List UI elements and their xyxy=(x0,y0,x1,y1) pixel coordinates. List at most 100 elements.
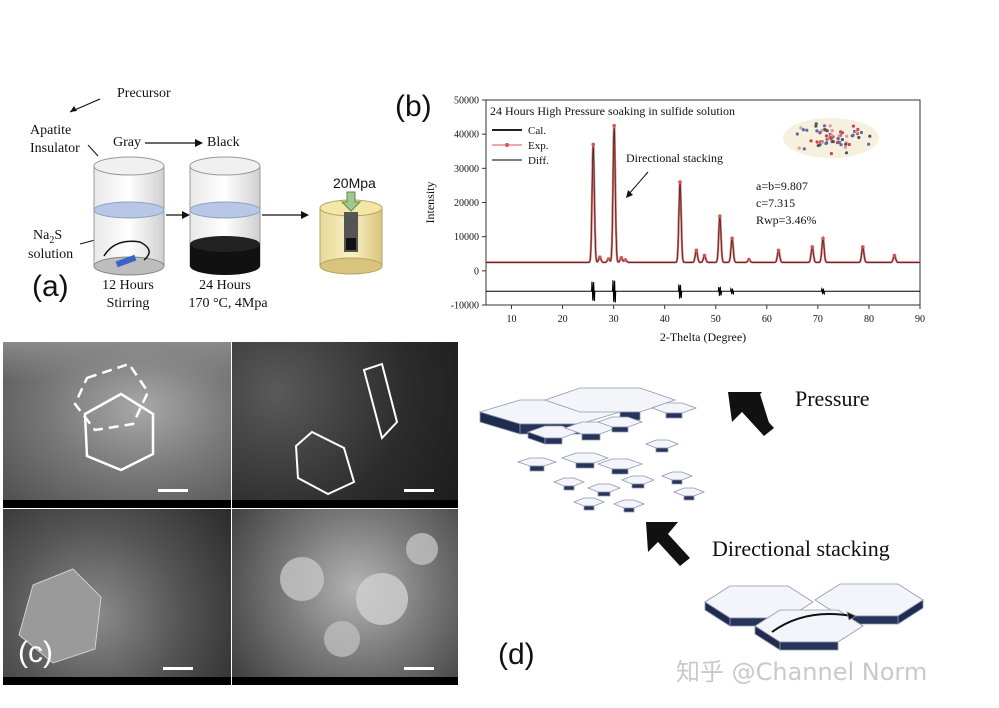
series-diff xyxy=(486,280,920,302)
legend-marker xyxy=(505,143,509,147)
stacking-arrow xyxy=(646,522,690,566)
atom xyxy=(824,129,827,132)
x-tick-label: 90 xyxy=(915,314,925,325)
atom xyxy=(860,131,863,134)
x-tick-label: 70 xyxy=(813,314,823,325)
atom xyxy=(838,134,841,137)
peak-point xyxy=(620,256,624,260)
lattice-param: a=b=9.807 xyxy=(756,179,808,193)
atom xyxy=(852,125,855,128)
peak-point xyxy=(747,258,751,262)
sem-image-1 xyxy=(3,342,231,508)
atom xyxy=(829,136,832,139)
peak-point xyxy=(777,249,781,253)
legend-entry: Cal. xyxy=(528,125,546,137)
peak-point xyxy=(678,180,682,184)
peak-point xyxy=(718,214,722,218)
reactor-cylinder-2 xyxy=(190,157,260,275)
x-tick-label: 20 xyxy=(558,314,568,325)
atom xyxy=(844,146,847,149)
chart-title: 24 Hours High Pressure soaking in sulfid… xyxy=(490,104,735,118)
atom xyxy=(824,142,827,145)
atom xyxy=(803,147,806,150)
press-cylinder xyxy=(320,192,382,274)
atom xyxy=(857,136,860,139)
peak-point xyxy=(695,249,699,253)
atom xyxy=(816,140,819,143)
atom xyxy=(838,141,841,144)
atom xyxy=(829,124,832,127)
atom xyxy=(815,122,818,125)
platelet-outline xyxy=(364,364,397,438)
atom xyxy=(841,131,844,134)
peak-point xyxy=(861,245,865,249)
peak-point xyxy=(598,255,602,259)
y-tick-label: 20000 xyxy=(454,198,479,209)
atom xyxy=(868,135,871,138)
atom xyxy=(841,138,844,141)
atom xyxy=(802,128,805,131)
atom xyxy=(830,152,833,155)
peak-point xyxy=(810,245,814,249)
peak-point xyxy=(624,258,628,262)
y-tick-label: 10000 xyxy=(454,232,479,243)
atom xyxy=(823,124,826,127)
crystal-structure-inset xyxy=(783,118,879,158)
atom xyxy=(796,132,799,135)
atom xyxy=(805,129,808,132)
peak-point xyxy=(730,237,734,241)
directional-stacking-text: Directional stacking xyxy=(712,536,890,562)
lattice-param: c=7.315 xyxy=(756,196,795,210)
x-tick-label: 80 xyxy=(864,314,874,325)
x-tick-label: 40 xyxy=(660,314,670,325)
atom xyxy=(845,135,848,138)
plate-cluster-top xyxy=(480,388,696,444)
atom xyxy=(852,134,855,137)
atom xyxy=(867,143,870,146)
atom xyxy=(815,129,818,132)
atom xyxy=(832,140,835,143)
atom xyxy=(845,151,848,154)
atom xyxy=(826,136,829,139)
peak-point xyxy=(821,237,825,241)
annotation-text: Directional stacking xyxy=(626,151,723,165)
sem-image-2 xyxy=(232,342,458,508)
atom xyxy=(821,129,824,132)
y-tick-label: 0 xyxy=(474,266,479,277)
y-tick-label: 40000 xyxy=(454,130,479,141)
lattice-param: Rwp=3.46% xyxy=(756,213,816,227)
atom xyxy=(817,144,820,147)
legend-entry: Exp. xyxy=(528,140,549,152)
peak-point xyxy=(591,143,595,147)
scale-bar xyxy=(158,489,188,492)
atom xyxy=(809,139,812,142)
panel-d-label: (d) xyxy=(498,638,535,672)
peak-point xyxy=(612,124,616,128)
legend-entry: Diff. xyxy=(528,155,549,167)
atom xyxy=(856,128,859,131)
annotation-arrow xyxy=(628,172,648,195)
y-tick-label: 50000 xyxy=(454,96,479,107)
y-axis-label: Intensity xyxy=(423,182,437,224)
watermark: 知乎 @Channel Norm xyxy=(676,652,927,687)
hexagon-outline xyxy=(296,432,354,494)
atom xyxy=(831,129,834,132)
peak-point xyxy=(703,254,707,258)
peak-point xyxy=(893,254,897,258)
x-axis-label: 2-Thelta (Degree) xyxy=(660,330,746,344)
x-tick-label: 10 xyxy=(507,314,517,325)
x-tick-label: 60 xyxy=(762,314,772,325)
plate-cluster-scatter xyxy=(518,440,704,512)
x-tick-label: 50 xyxy=(711,314,721,325)
stacked-plates xyxy=(705,584,923,650)
atom xyxy=(798,147,801,150)
atom xyxy=(844,143,847,146)
y-tick-label: -10000 xyxy=(451,301,479,312)
panel-c-label: (c) xyxy=(18,636,53,670)
xrd-chart: -100000100002000030000400005000010203040… xyxy=(420,88,940,348)
atom xyxy=(848,143,851,146)
atom xyxy=(820,141,823,144)
atom xyxy=(837,137,840,140)
y-tick-label: 30000 xyxy=(454,164,479,175)
sem-image-4 xyxy=(232,509,458,685)
